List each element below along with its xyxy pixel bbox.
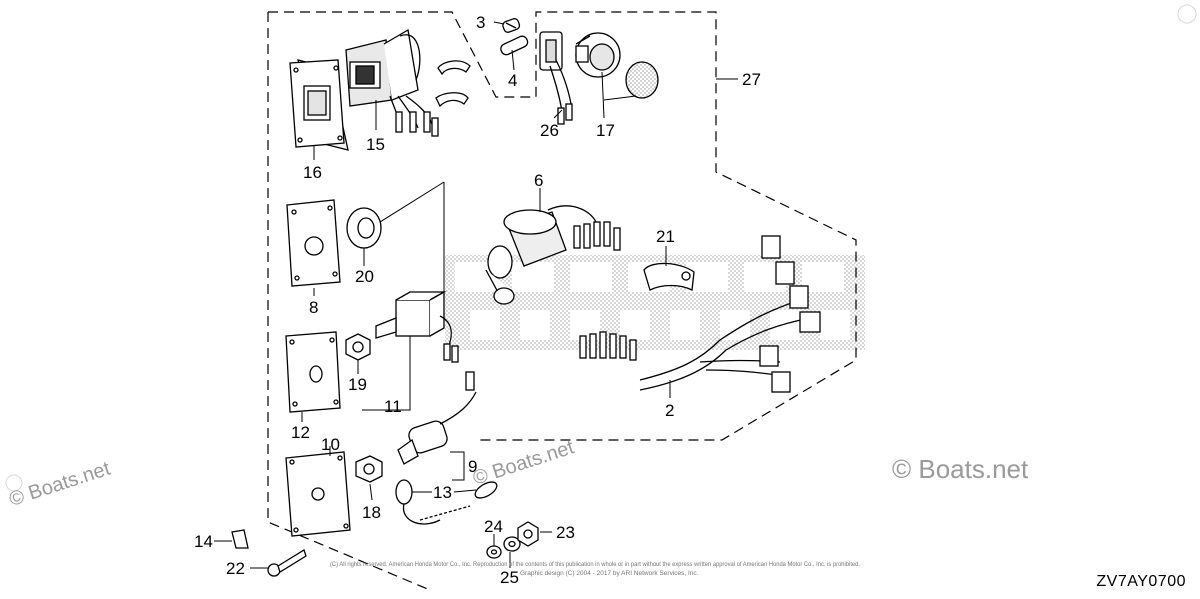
callout-14: 14 [194,532,213,551]
callout-2: 2 [665,401,674,420]
callout-21: 21 [656,227,675,246]
part-washer-25[interactable] [503,536,521,552]
callout-10: 10 [321,435,340,454]
part-pin-3[interactable] [502,18,521,34]
part-switch-15[interactable] [345,28,439,137]
part-plate-10[interactable] [285,451,351,537]
callout-labels: 3 4 26 17 27 15 16 6 21 20 8 19 11 2 12 … [194,13,761,587]
part-plate-12[interactable] [285,331,341,413]
part-lanyard-13[interactable] [395,479,499,525]
part-clip-14[interactable] [231,529,249,549]
dashed-frame [267,11,857,591]
part-ignition-6[interactable] [485,205,621,305]
callout-22: 22 [226,559,245,578]
callout-4: 4 [508,71,517,90]
callout-8: 8 [309,298,318,317]
callout-9: 9 [468,457,477,476]
part-clip-21[interactable] [643,262,695,291]
part-bracket-26[interactable] [539,31,573,125]
callout-26: 26 [540,121,559,140]
part-nut-23[interactable] [517,521,539,547]
callout-3: 3 [476,13,485,32]
callout-17: 17 [596,121,615,140]
boats-net-watermark-faint-center: © Boats.net [470,436,577,489]
corner-watermarks [5,4,1197,492]
leader-lines [214,21,738,569]
part-washer-24[interactable] [486,545,502,559]
callout-19: 19 [348,375,367,394]
callout-12: 12 [291,423,310,442]
callout-25: 25 [500,568,519,587]
part-plate-16[interactable] [289,59,349,151]
callout-16: 16 [303,163,322,182]
callout-6: 6 [534,171,543,190]
boats-net-watermark: © Boats.net [892,454,1029,484]
boats-net-watermark-faint-left: © Boats.net [6,458,113,511]
part-plate-8[interactable] [286,199,341,287]
copyright-line-1: (C) All rights reserved. American Honda … [330,561,860,568]
callout-20: 20 [355,267,374,286]
part-screw-22[interactable] [267,549,307,577]
part-pin-4[interactable] [499,35,529,57]
diagram-code: ZV7AY0700 [1096,573,1186,590]
copyright-line-2: Graphic design (C) 2004 - 2017 by ARI Ne… [520,570,699,577]
part-nut-18[interactable] [355,455,383,483]
callout-13: 13 [433,483,452,502]
callout-18: 18 [362,503,381,522]
part-harness-2[interactable] [579,235,821,393]
callout-11: 11 [384,397,402,416]
callout-27: 27 [742,70,761,89]
part-switch-11[interactable] [375,290,459,363]
callout-24: 24 [484,517,503,536]
part-nut-19[interactable] [345,333,371,361]
callout-23: 23 [556,523,575,542]
part-buzzer-17[interactable] [575,32,659,99]
part-stopswitch-9[interactable] [397,371,477,465]
part-ring-20[interactable] [346,207,382,249]
part-clips[interactable] [435,60,471,108]
callout-15: 15 [366,135,385,154]
